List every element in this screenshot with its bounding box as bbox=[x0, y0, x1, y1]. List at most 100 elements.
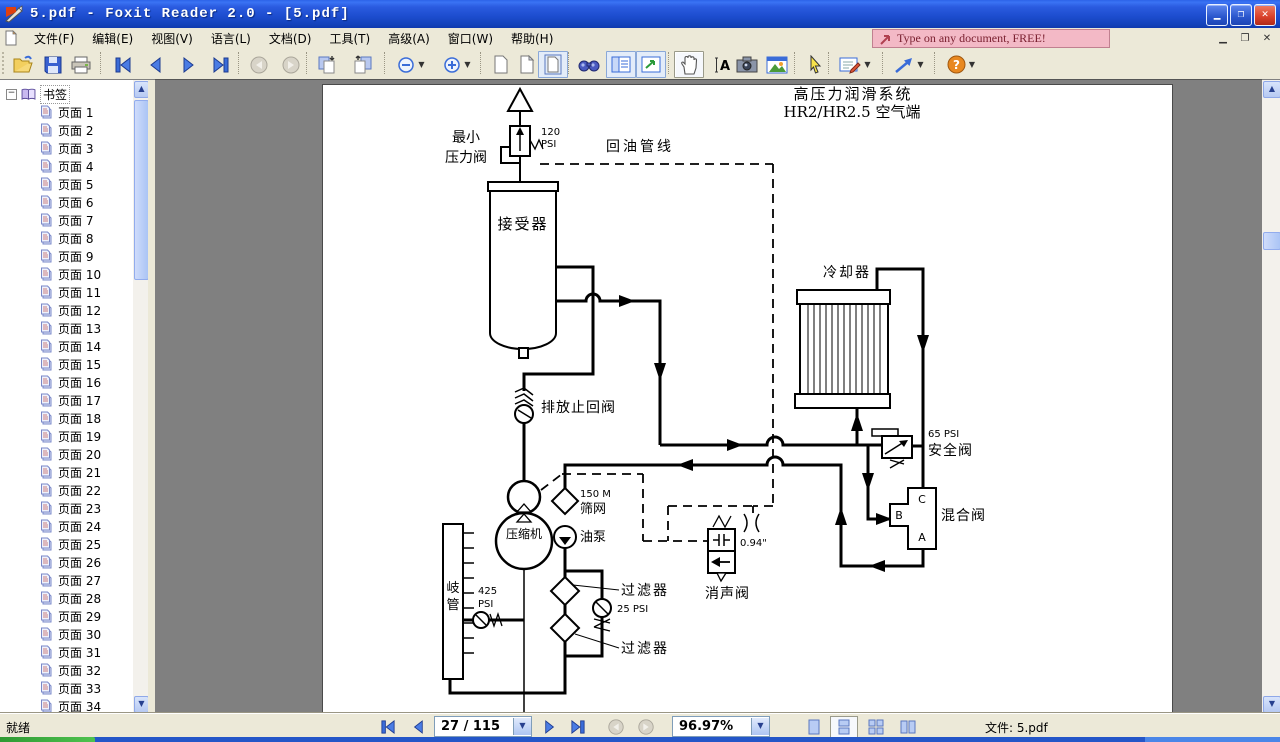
taskbar-edge[interactable] bbox=[0, 737, 1280, 742]
nav-back-button[interactable] bbox=[602, 716, 630, 738]
menu-document[interactable]: 文档(D) bbox=[268, 31, 312, 46]
zoom-out-button[interactable]: ▼ bbox=[390, 51, 432, 78]
bookmark-item[interactable]: 页面 1 bbox=[0, 103, 133, 121]
bookmark-item[interactable]: 页面 7 bbox=[0, 211, 133, 229]
bookmark-item-label[interactable]: 页面 28 bbox=[58, 591, 102, 606]
next-page-button[interactable] bbox=[174, 51, 204, 78]
bookmark-item-label[interactable]: 页面 34 bbox=[58, 699, 102, 714]
bookmark-item-label[interactable]: 页面 32 bbox=[58, 663, 102, 678]
actual-size-button[interactable] bbox=[486, 51, 516, 78]
zoom-value[interactable]: 96.97% bbox=[679, 719, 734, 734]
bookmark-item[interactable]: 页面 10 bbox=[0, 265, 133, 283]
bookmark-item-label[interactable]: 页面 27 bbox=[58, 573, 102, 588]
open-button[interactable] bbox=[8, 51, 38, 78]
nav-first-page-button[interactable] bbox=[374, 716, 402, 738]
bookmark-item-label[interactable]: 页面 15 bbox=[58, 357, 102, 372]
find-button[interactable] bbox=[574, 51, 604, 78]
bookmark-item[interactable]: 页面 25 bbox=[0, 535, 133, 553]
bookmark-item[interactable]: 页面 26 bbox=[0, 553, 133, 571]
first-page-button[interactable] bbox=[108, 51, 138, 78]
bookmark-item-label[interactable]: 页面 16 bbox=[58, 375, 102, 390]
bookmark-item-label[interactable]: 页面 31 bbox=[58, 645, 102, 660]
arrow-tool-button[interactable]: ▼ bbox=[888, 51, 930, 78]
bookmark-item[interactable]: 页面 14 bbox=[0, 337, 133, 355]
bookmark-item-label[interactable]: 页面 29 bbox=[58, 609, 102, 624]
child-minimize-button[interactable]: ▁ bbox=[1214, 31, 1232, 47]
bookmark-item-label[interactable]: 页面 8 bbox=[58, 231, 94, 246]
bookmark-item[interactable]: 页面 13 bbox=[0, 319, 133, 337]
sidebar-scroll-up-icon[interactable]: ▲ bbox=[134, 81, 149, 98]
bookmark-item[interactable]: 页面 15 bbox=[0, 355, 133, 373]
bookmark-item[interactable]: 页面 3 bbox=[0, 139, 133, 157]
bookmark-item[interactable]: 页面 32 bbox=[0, 661, 133, 679]
bookmark-item-label[interactable]: 页面 6 bbox=[58, 195, 94, 210]
menu-view[interactable]: 视图(V) bbox=[151, 31, 193, 46]
bookmark-item[interactable]: 页面 21 bbox=[0, 463, 133, 481]
sidebar-scroll-down-icon[interactable]: ▼ bbox=[134, 696, 149, 713]
page-number-combo[interactable]: 27 / 115 ▼ bbox=[434, 716, 532, 737]
fit-width-button[interactable] bbox=[512, 51, 542, 78]
bookmark-item[interactable]: 页面 28 bbox=[0, 589, 133, 607]
bookmark-item-label[interactable]: 页面 33 bbox=[58, 681, 102, 696]
page-up-view-button[interactable] bbox=[348, 51, 378, 78]
menu-file[interactable]: 文件(F) bbox=[34, 31, 75, 46]
close-button[interactable]: ✕ bbox=[1254, 4, 1276, 26]
child-close-button[interactable]: ✕ bbox=[1258, 31, 1276, 47]
single-page-layout-button[interactable] bbox=[800, 716, 828, 738]
doc-scroll-down-icon[interactable]: ▼ bbox=[1263, 696, 1280, 713]
bookmark-item-label[interactable]: 页面 25 bbox=[58, 537, 102, 552]
bookmark-item-label[interactable]: 页面 23 bbox=[58, 501, 102, 516]
cursor-tool-button[interactable] bbox=[800, 51, 830, 78]
nav-forward-button[interactable] bbox=[632, 716, 660, 738]
nav-last-page-button[interactable] bbox=[564, 716, 592, 738]
select-text-button[interactable]: A bbox=[706, 51, 736, 78]
bookmark-item[interactable]: 页面 34 bbox=[0, 697, 133, 714]
zoom-in-button[interactable]: ▼ bbox=[436, 51, 478, 78]
bookmark-item[interactable]: 页面 12 bbox=[0, 301, 133, 319]
bookmark-item[interactable]: 页面 24 bbox=[0, 517, 133, 535]
collapse-icon[interactable]: − bbox=[6, 87, 17, 100]
bookmark-item-label[interactable]: 页面 9 bbox=[58, 249, 94, 264]
bookmark-item-label[interactable]: 页面 7 bbox=[58, 213, 94, 228]
bookmark-item-label[interactable]: 页面 11 bbox=[58, 285, 102, 300]
typewriter-button[interactable]: ▼ bbox=[834, 51, 876, 78]
fit-page-button[interactable] bbox=[538, 51, 568, 78]
bookmark-item[interactable]: 页面 18 bbox=[0, 409, 133, 427]
nav-next-page-button[interactable] bbox=[536, 716, 564, 738]
bookmarks-root-label[interactable]: 书签 bbox=[40, 84, 71, 104]
bookmark-item-label[interactable]: 页面 13 bbox=[58, 321, 102, 336]
bookmark-item[interactable]: 页面 31 bbox=[0, 643, 133, 661]
start-button-edge[interactable] bbox=[0, 737, 95, 742]
bookmark-item[interactable]: 页面 30 bbox=[0, 625, 133, 643]
bookmark-item-label[interactable]: 页面 3 bbox=[58, 141, 94, 156]
bookmark-item[interactable]: 页面 8 bbox=[0, 229, 133, 247]
bookmark-item[interactable]: 页面 4 bbox=[0, 157, 133, 175]
last-page-button[interactable] bbox=[206, 51, 236, 78]
bookmark-item-label[interactable]: 页面 12 bbox=[58, 303, 102, 318]
bookmark-item[interactable]: 页面 29 bbox=[0, 607, 133, 625]
bookmark-item-label[interactable]: 页面 22 bbox=[58, 483, 102, 498]
bookmark-item[interactable]: 页面 16 bbox=[0, 373, 133, 391]
nav-prev-page-button[interactable] bbox=[404, 716, 432, 738]
menu-window[interactable]: 窗口(W) bbox=[447, 31, 493, 46]
bookmark-item-label[interactable]: 页面 2 bbox=[58, 123, 94, 138]
menu-language[interactable]: 语言(L) bbox=[210, 31, 251, 46]
page-combo-dropdown-icon[interactable]: ▼ bbox=[513, 718, 531, 735]
print-button[interactable] bbox=[66, 51, 96, 78]
bookmark-item-label[interactable]: 页面 18 bbox=[58, 411, 102, 426]
bookmark-item[interactable]: 页面 20 bbox=[0, 445, 133, 463]
restore-button[interactable]: ❐ bbox=[1230, 4, 1252, 26]
document-scrollbar[interactable]: ▲ ▼ bbox=[1262, 79, 1280, 714]
toolbar-grip[interactable] bbox=[2, 52, 7, 74]
bookmark-item[interactable]: 页面 23 bbox=[0, 499, 133, 517]
bookmark-item-label[interactable]: 页面 5 bbox=[58, 177, 94, 192]
sidebar-scroll-thumb[interactable] bbox=[134, 100, 149, 280]
doc-scroll-thumb[interactable] bbox=[1263, 232, 1280, 250]
bookmark-item-label[interactable]: 页面 14 bbox=[58, 339, 102, 354]
sidebar-toggle-button[interactable] bbox=[606, 51, 636, 78]
bookmark-item[interactable]: 页面 5 bbox=[0, 175, 133, 193]
bookmark-item-label[interactable]: 页面 30 bbox=[58, 627, 102, 642]
prev-page-button[interactable] bbox=[140, 51, 170, 78]
document-area[interactable]: 高压力润滑系统 HR2/HR2.5 空气端 最小 压力阀 120 PSI 回油管… bbox=[155, 79, 1262, 714]
bookmark-item-label[interactable]: 页面 24 bbox=[58, 519, 102, 534]
